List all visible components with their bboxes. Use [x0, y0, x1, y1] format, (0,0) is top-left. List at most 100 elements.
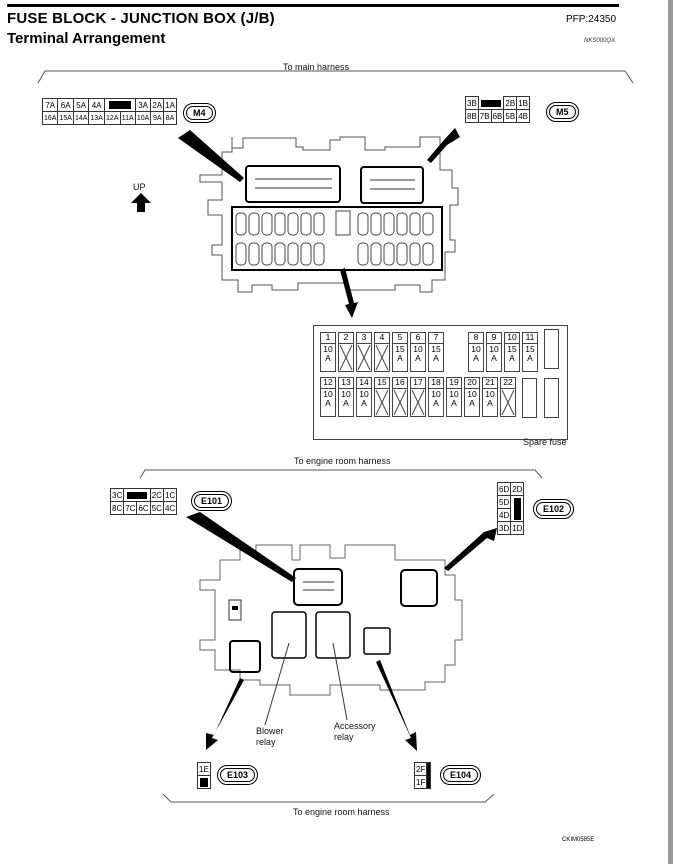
jb-fuse-slot	[300, 242, 312, 266]
terminal: 4C	[162, 501, 178, 515]
jb-fuse-slot	[274, 242, 286, 266]
scrollbar[interactable]	[668, 0, 673, 864]
terminal: 5C	[149, 501, 164, 515]
connector-e101-badge: E101	[191, 491, 233, 511]
page-title: FUSE BLOCK - JUNCTION BOX (J/B)	[7, 10, 275, 27]
connector-e102-label: E102	[536, 502, 572, 516]
fuse-number: 9	[487, 333, 501, 344]
top-jb-housing	[199, 136, 459, 293]
connector-e102-badge: E102	[533, 499, 575, 519]
fuse-number: 15	[375, 378, 389, 389]
fuse-number: 4	[375, 333, 389, 344]
e104-pointer-arrow	[376, 660, 417, 751]
page-subtitle: Terminal Arrangement	[7, 30, 166, 47]
terminal-blank	[103, 98, 136, 112]
connector-m5-badge: M5	[546, 102, 579, 122]
terminal: 6C	[136, 501, 151, 515]
terminal: 16A	[41, 111, 59, 125]
spare-fuse-slot	[544, 378, 559, 418]
connector-e103-label: E103	[220, 768, 256, 782]
terminal: 8B	[465, 109, 479, 123]
connector-m4-face: 7A 6A 5A 4A 3A 2A 1A 16A 15A 14A 13A 12A…	[41, 98, 177, 125]
fuse-empty-cross	[375, 389, 389, 416]
fuse-number: 8	[469, 333, 483, 344]
jb-fuse-slot	[287, 242, 299, 266]
terminal-blank	[123, 488, 151, 502]
fuse-slot-17: 17	[410, 377, 426, 417]
bottom-jb-housing	[199, 544, 463, 696]
engine-harness-bracket-top	[139, 469, 543, 479]
fuse-number: 18	[429, 378, 443, 389]
blower-relay-label: Blower relay	[256, 726, 284, 747]
terminal: 9A	[150, 111, 165, 125]
terminal: 1E	[197, 762, 211, 776]
terminal: 1D	[510, 521, 525, 535]
jb-fuse-slot	[370, 242, 382, 266]
connector-e102-face: 6D 2D 5D 4D 3D 1D	[496, 482, 525, 535]
jb-fuse-slot	[261, 212, 273, 236]
fuse-slot-16: 16	[392, 377, 408, 417]
terminal: 15A	[57, 111, 74, 125]
terminal: 1C	[162, 488, 178, 502]
jb-fuse-slot	[235, 242, 247, 266]
fuse-empty-cross	[393, 389, 407, 416]
accessory-relay-leader	[332, 642, 348, 721]
main-harness-label: To main harness	[283, 62, 350, 72]
fuse-number: 17	[411, 378, 425, 389]
fuse-slot-15: 15	[374, 377, 390, 417]
terminal-blank	[197, 775, 211, 789]
fuse-number: 10	[505, 333, 519, 344]
blower-relay-leader	[264, 642, 290, 726]
up-label: UP	[133, 182, 146, 192]
fuse-pointer-arrow	[340, 268, 358, 318]
connector-e104-face: 2F 1F	[413, 762, 432, 789]
terminal: 6A	[57, 98, 74, 112]
terminal: 3D	[496, 521, 512, 535]
terminal: 13A	[88, 111, 105, 125]
terminal: 2C	[149, 488, 164, 502]
connector-m5-face: 3B 2B 1B 8B 7B 6B 5B 4B	[465, 96, 530, 123]
spare-fuse-slot	[522, 378, 537, 418]
terminal: 1A	[163, 98, 177, 112]
engine-harness-bracket-bottom	[162, 793, 495, 803]
fuse-number: 1	[321, 333, 335, 344]
fuse-number: 16	[393, 378, 407, 389]
terminal: 7C	[123, 501, 138, 515]
terminal: 4A	[88, 98, 105, 112]
jb-fuse-slot	[383, 242, 395, 266]
jb-fuse-slot	[409, 242, 421, 266]
jb-fuse-slot	[274, 212, 286, 236]
jb-fuse-slot	[422, 212, 434, 236]
fuse-number: 3	[357, 333, 371, 344]
terminal: 12A	[103, 111, 121, 125]
jb-fuse-slot	[396, 242, 408, 266]
connector-e101-label: E101	[194, 494, 230, 508]
fuse-number: 21	[483, 378, 497, 389]
terminal: 4B	[516, 109, 530, 123]
main-harness-bracket	[37, 70, 634, 84]
fuse-number: 7	[429, 333, 443, 344]
terminal: 7A	[41, 98, 59, 112]
terminal: 5A	[72, 98, 90, 112]
jb-fuse-slot	[300, 212, 312, 236]
accessory-relay-label: Accessory relay	[334, 721, 376, 742]
terminal: 14A	[72, 111, 90, 125]
fuse-empty-cross	[411, 389, 425, 416]
fuse-number: 20	[465, 378, 479, 389]
